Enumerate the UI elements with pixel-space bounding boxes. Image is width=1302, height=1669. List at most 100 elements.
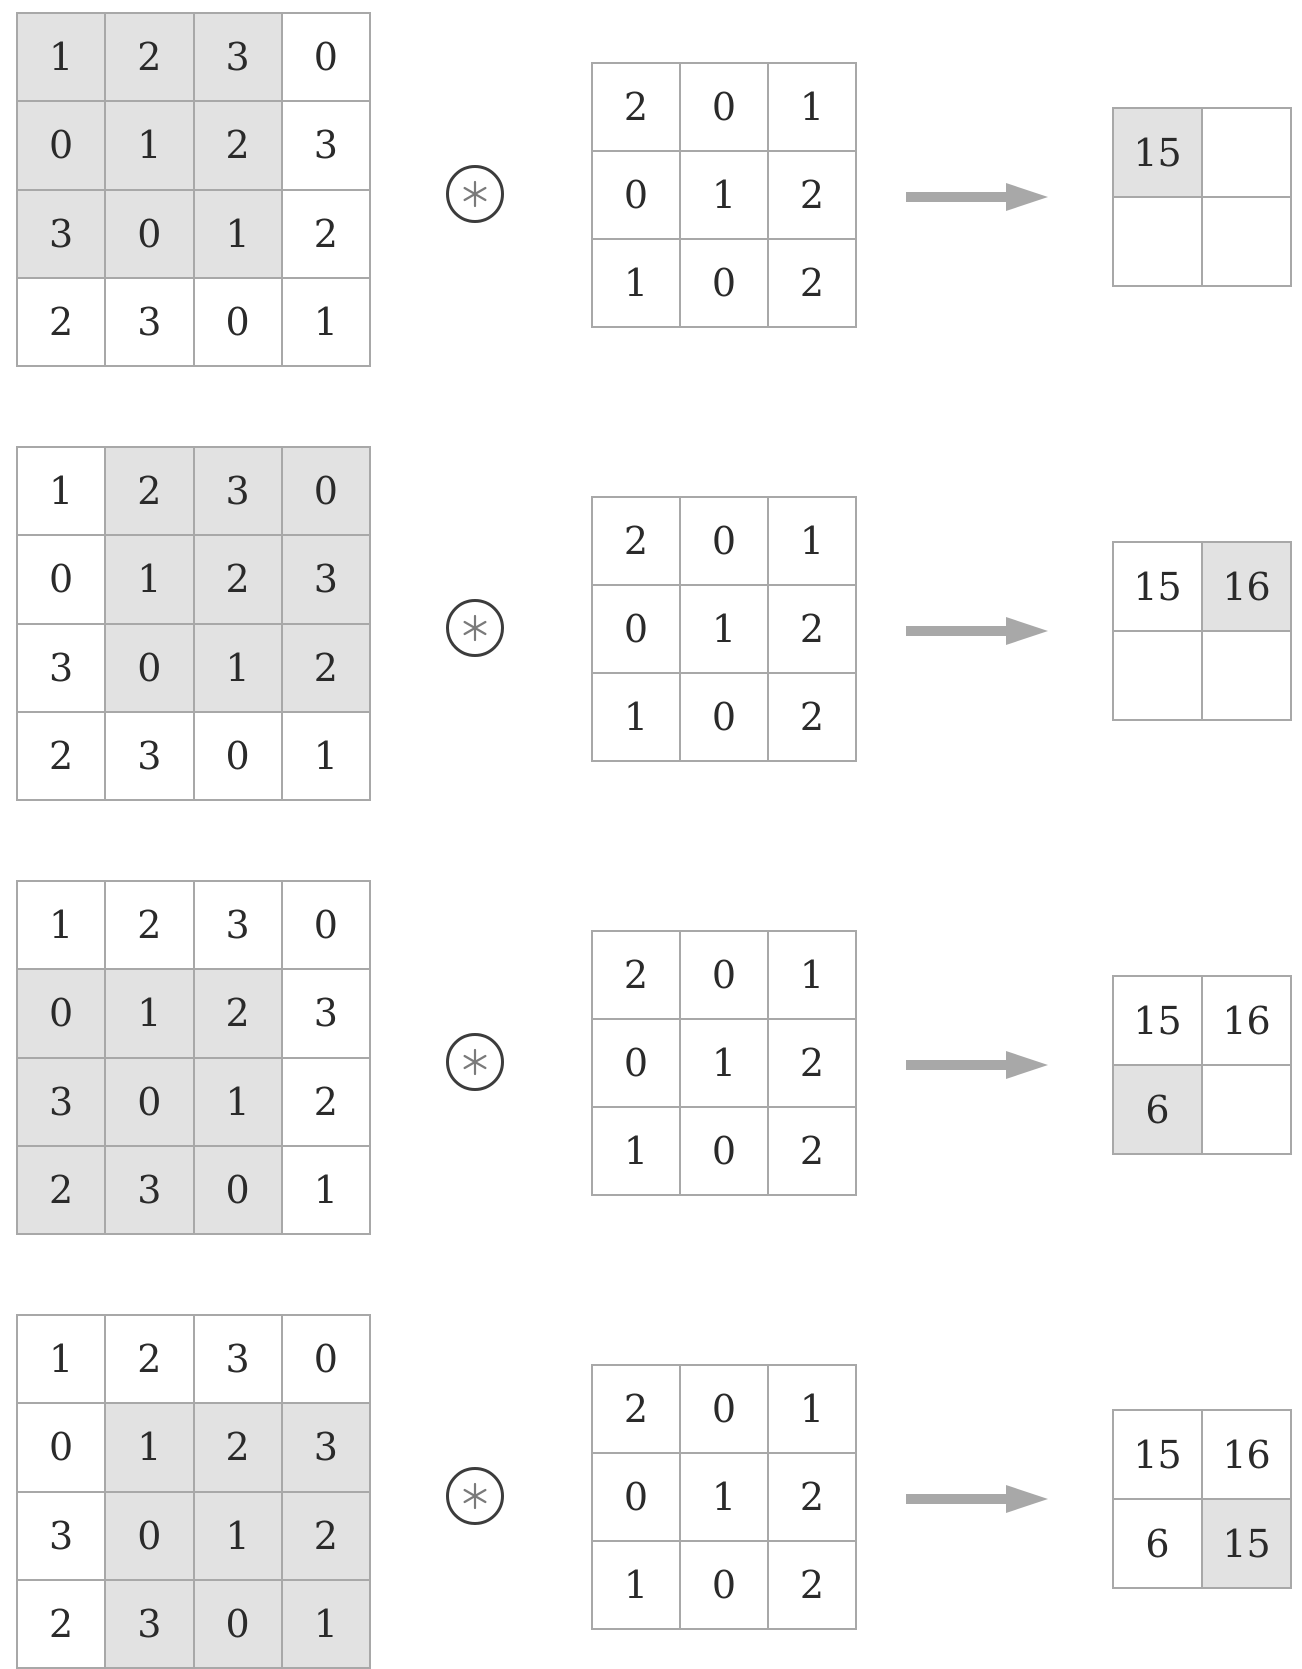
output-cell: 16: [1203, 977, 1290, 1064]
kernel-cell: 1: [593, 240, 679, 326]
input-cell-window: 2: [194, 536, 281, 623]
input-cell-window: 1: [194, 624, 281, 711]
kernel-cell: 0: [593, 1020, 679, 1106]
output-cell: [1203, 1066, 1290, 1153]
kernel-cell: 2: [769, 1454, 855, 1540]
right-arrow-icon: [906, 1051, 1048, 1079]
kernel-cell: 0: [681, 64, 767, 150]
kernel-cell: 1: [593, 1108, 679, 1194]
input-cell-window: 2: [194, 970, 281, 1057]
output-cell: [1114, 198, 1201, 285]
input-cell-window: 3: [282, 1404, 369, 1491]
input-cell: 2: [282, 1058, 369, 1145]
convolution-operator-icon: [446, 165, 504, 223]
kernel-cell: 0: [681, 1108, 767, 1194]
input-cell-window: 3: [106, 1580, 193, 1667]
input-cell: 1: [18, 448, 105, 535]
kernel-cell: 1: [769, 498, 855, 584]
input-cell: 2: [18, 1580, 105, 1667]
input-cell: 2: [106, 882, 193, 969]
input-cell-window: 1: [106, 536, 193, 623]
kernel-cell: 2: [769, 152, 855, 238]
kernel-cell: 1: [769, 64, 855, 150]
input-cell: 3: [106, 278, 193, 365]
input-cell: 1: [18, 882, 105, 969]
kernel-cell: 0: [593, 1454, 679, 1540]
output-matrix: 15: [1112, 107, 1292, 287]
output-cell-current: 16: [1203, 543, 1290, 630]
input-cell-window: 0: [106, 1058, 193, 1145]
output-cell-current: 15: [1114, 109, 1201, 196]
kernel-cell: 2: [769, 1108, 855, 1194]
input-cell: 0: [194, 278, 281, 365]
output-cell: [1203, 632, 1290, 719]
input-cell-window: 0: [194, 1580, 281, 1667]
kernel-cell: 1: [593, 674, 679, 760]
input-cell: 1: [282, 1146, 369, 1233]
kernel-cell: 2: [593, 498, 679, 584]
input-cell: 2: [18, 712, 105, 799]
input-cell: 1: [18, 1316, 105, 1403]
input-cell-window: 1: [18, 14, 105, 101]
kernel-cell: 1: [769, 1366, 855, 1452]
input-cell: 0: [18, 1404, 105, 1491]
kernel-cell: 0: [593, 152, 679, 238]
input-cell: 0: [282, 882, 369, 969]
kernel-cell: 2: [769, 1020, 855, 1106]
input-cell: 2: [106, 1316, 193, 1403]
input-cell-window: 2: [282, 1492, 369, 1579]
input-cell-window: 3: [194, 448, 281, 535]
kernel-cell: 1: [681, 152, 767, 238]
input-cell-window: 0: [106, 1492, 193, 1579]
input-cell: 2: [18, 278, 105, 365]
kernel-cell: 1: [681, 1020, 767, 1106]
input-cell-window: 0: [194, 1146, 281, 1233]
output-cell: 16: [1203, 1411, 1290, 1498]
kernel-cell: 1: [681, 1454, 767, 1540]
input-cell: 3: [106, 712, 193, 799]
input-cell: 3: [282, 970, 369, 1057]
kernel-cell: 0: [681, 498, 767, 584]
input-cell: 0: [194, 712, 281, 799]
input-cell: 3: [18, 624, 105, 711]
kernel-cell: 0: [681, 240, 767, 326]
kernel-cell: 0: [681, 674, 767, 760]
output-cell: [1203, 109, 1290, 196]
right-arrow-icon: [906, 617, 1048, 645]
input-cell-window: 2: [106, 14, 193, 101]
kernel-cell: 2: [593, 1366, 679, 1452]
input-cell-window: 1: [194, 1058, 281, 1145]
kernel-cell: 1: [593, 1542, 679, 1628]
kernel-cell: 2: [593, 932, 679, 1018]
input-cell-window: 3: [18, 190, 105, 277]
output-cell: [1203, 198, 1290, 285]
input-cell: 3: [282, 102, 369, 189]
input-cell: 3: [18, 1492, 105, 1579]
kernel-cell: 1: [769, 932, 855, 1018]
input-cell-window: 1: [106, 1404, 193, 1491]
input-cell-window: 3: [282, 536, 369, 623]
input-cell: 1: [282, 278, 369, 365]
kernel-cell: 0: [681, 1542, 767, 1628]
input-cell-window: 3: [18, 1058, 105, 1145]
input-cell-window: 3: [194, 14, 281, 101]
input-cell: 0: [282, 1316, 369, 1403]
input-cell: 3: [194, 882, 281, 969]
kernel-cell: 2: [769, 586, 855, 672]
convolution-operator-icon: [446, 599, 504, 657]
kernel-cell: 0: [593, 586, 679, 672]
input-cell-window: 2: [282, 624, 369, 711]
kernel-cell: 2: [593, 64, 679, 150]
output-cell: 15: [1114, 543, 1201, 630]
input-cell-window: 1: [106, 970, 193, 1057]
input-cell-window: 2: [18, 1146, 105, 1233]
output-cell: 15: [1114, 977, 1201, 1064]
